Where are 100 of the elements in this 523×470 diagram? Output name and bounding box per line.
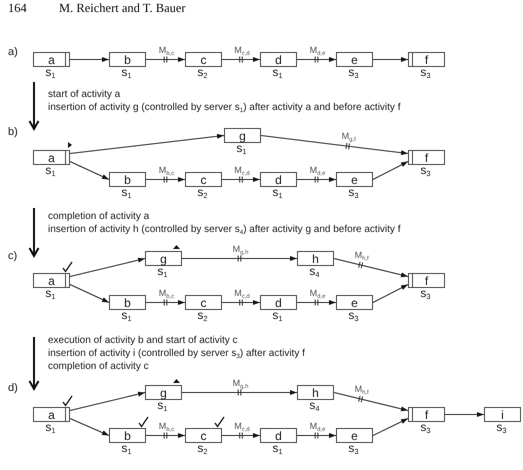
activity-box [336,428,373,443]
activity-name: d [275,54,282,66]
arrow [296,57,336,62]
activity-box [408,52,445,67]
arrow [70,57,110,62]
activity-name: a [48,274,55,286]
edge-label: M$_{h,f}$ [354,250,369,262]
edge-label: M$_{b,c}$ [158,422,174,432]
server-label: s$_{4}$ [309,400,320,414]
activity-box [336,295,373,310]
activity-box [260,52,297,67]
activity-box [109,295,146,310]
activity-box [260,295,297,310]
activity-box [260,428,297,443]
arrow [372,161,408,180]
server-label: s$_{1}$ [236,143,247,157]
server-label: s$_{3}$ [420,288,431,302]
activity-name: h [312,386,319,398]
arrow [260,135,408,156]
activity-name: f [424,54,428,66]
edge-label: M$_{h,f}$ [354,384,369,396]
edge-label: M$_{d,e}$ [310,166,326,176]
arrow [146,177,186,182]
activity-name: e [351,430,358,442]
server-label: s$_{1}$ [272,310,283,324]
arrow [444,412,484,417]
activity-box [408,407,445,422]
change-note: insertion of activity i (controlled by server s$_{3}$) after activity f [48,348,305,360]
activity-box [33,273,70,288]
arrow [146,433,186,438]
change-note: insertion of activity h (controlled by server s$_{4}$) after activity g and before activity f [48,224,400,236]
activity-box [185,428,222,443]
server-label: s$_{3}$ [496,422,507,436]
server-label: s$_{1}$ [272,187,283,201]
server-label: s$_{3}$ [420,422,431,436]
edge-label: M$_{c,d}$ [234,288,250,300]
server-label: s$_{1}$ [45,288,56,302]
server-label: s$_{2}$ [197,67,208,81]
arrow [334,392,408,412]
activity-name: h [312,252,319,264]
activity-box [145,385,182,400]
activity-box [185,172,222,187]
panel-label: d) [8,382,18,395]
panel-label: a) [8,46,18,59]
activity-box [408,273,445,288]
server-label: s$_{1}$ [121,67,132,81]
change-note: completion of activity a [48,211,150,223]
arrow [222,433,260,438]
activity-name: b [124,296,131,308]
arrow [146,300,186,305]
activity-box [297,251,334,266]
activity-box [297,385,334,400]
activity-box [109,172,146,187]
server-label: s$_{1}$ [45,165,56,179]
activity-name: a [48,152,55,164]
change-note: completion of activity c [48,361,149,373]
activity-name: b [124,430,131,442]
activity-name: d [275,430,282,442]
activity-name: f [424,152,428,164]
activity-name: a [48,408,55,420]
edge-label: M$_{g,h}$ [232,244,248,256]
arrow [70,284,110,303]
arrow [296,177,336,182]
activity-box [185,295,222,310]
server-label: s$_{3}$ [420,165,431,179]
activity-box [33,150,70,165]
activity-name: e [351,54,358,66]
running-header: M. Reichert and T. Bauer [59,1,186,15]
activity-name: g [160,252,167,264]
server-label: s$_{1}$ [121,187,132,201]
server-label: s$_{1}$ [272,443,283,457]
edge-label: M$_{c,d}$ [234,166,250,176]
edge-label: M$_{d,e}$ [310,46,326,56]
panel-label: c) [8,250,18,263]
activity-name: e [351,296,358,308]
activity-name: e [351,174,358,186]
server-label: s$_{1}$ [45,422,56,436]
server-label: s$_{1}$ [121,310,132,324]
arrow [296,433,336,438]
arrow [296,300,336,305]
arrow [70,418,110,436]
arrow [70,161,110,180]
server-label: s$_{3}$ [420,67,431,81]
activity-name: g [160,386,167,398]
activity-box [145,251,182,266]
activity-name: c [200,296,206,308]
server-label: s$_{2}$ [197,443,208,457]
arrow [70,258,146,277]
activity-box [33,407,70,422]
edge-label: M$_{c,d}$ [234,422,250,432]
server-label: s$_{1}$ [121,443,132,457]
activity-box [484,407,521,422]
activity-name: f [424,274,428,286]
edge-label: M$_{b,c}$ [158,166,174,176]
arrow [222,177,260,182]
edge-label: M$_{d,e}$ [310,288,326,300]
activity-box [109,52,146,67]
server-label: s$_{1}$ [157,266,168,280]
activity-box [336,52,373,67]
server-label: s$_{3}$ [348,67,359,81]
